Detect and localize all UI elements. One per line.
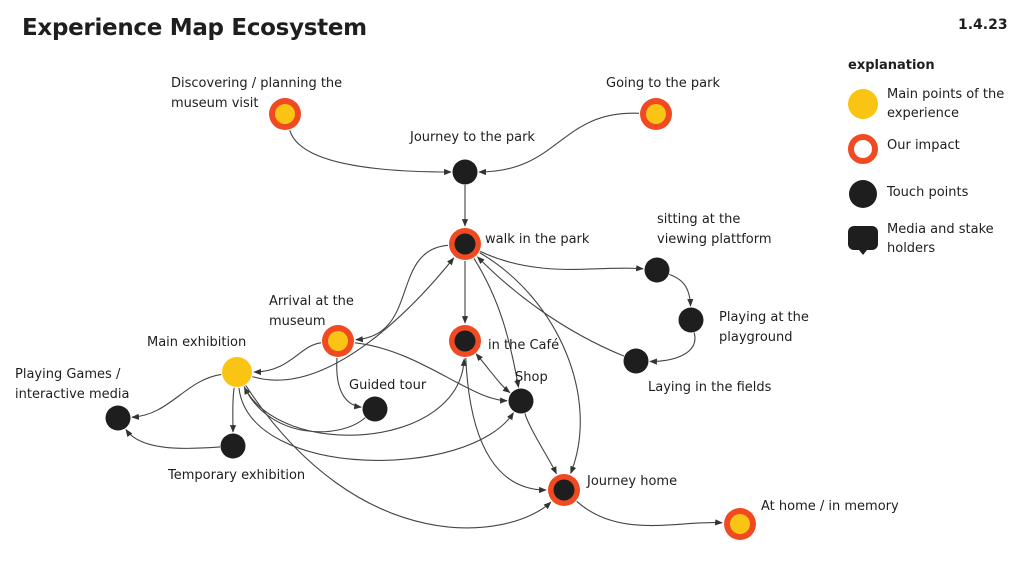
label-at-home: At home / in memory	[761, 499, 899, 514]
legend-title: explanation	[848, 58, 935, 73]
label-temporary: Temporary exhibition	[167, 468, 305, 483]
edge-main_exhibition-to-walk_park	[252, 257, 455, 381]
node-discovering	[269, 98, 301, 130]
page-title: Experience Map Ecosystem	[22, 15, 367, 41]
node-journey-home	[548, 474, 580, 506]
node-games	[105, 405, 131, 431]
label-main-exhibition: Main exhibition	[147, 335, 246, 350]
edge-discovering-to-journey_park	[289, 130, 452, 176]
date-label: 1.4.23	[958, 17, 1008, 33]
label-games: Playing Games /interactive media	[15, 367, 129, 402]
node-viewing	[644, 257, 670, 283]
edge-cafe-to-journey_home	[465, 357, 547, 494]
edge-fields-to-walk_park	[477, 256, 625, 357]
node-main-exhibition	[222, 357, 252, 387]
edge-viewing-to-playground	[669, 273, 694, 307]
edge-guided_tour-to-main_exhibition	[243, 386, 366, 433]
edge-walk_park-to-arrival	[355, 244, 449, 343]
impact-ring-icon	[848, 134, 878, 164]
node-going-park	[640, 98, 672, 130]
legend-item-media: Media and stake holders	[848, 220, 1024, 262]
node-temporary	[220, 433, 246, 459]
edge-arrival-to-main_exhibition	[253, 342, 322, 376]
node-journey-park	[452, 159, 478, 185]
label-walk-park: walk in the park	[485, 232, 590, 247]
label-fields: Laying in the fields	[648, 380, 772, 395]
edge-shop-to-journey_home	[524, 413, 557, 475]
legend: explanation Main points of the experienc…	[848, 58, 1024, 265]
label-shop: Shop	[515, 370, 548, 385]
node-arrival	[322, 325, 354, 357]
label-going-park: Going to the park	[606, 76, 720, 91]
node-guided-tour	[362, 396, 388, 422]
edge-cafe-to-shop	[475, 353, 511, 393]
legend-item-impact: Our impact	[848, 130, 1024, 172]
edge-main_exhibition-to-temporary	[229, 387, 237, 433]
edge-walk_park-to-shop	[473, 258, 521, 388]
edge-journey_home-to-at_home	[576, 500, 723, 527]
speech-bubble-icon	[848, 226, 878, 255]
legend-label: Main points of the experience	[887, 87, 1005, 121]
legend-item-main: Main points of the experience	[848, 85, 1024, 127]
label-cafe: in the Café	[488, 338, 559, 353]
edge-arrival-to-guided_tour	[336, 357, 362, 410]
touch-point-icon	[849, 180, 877, 208]
edge-temporary-to-games	[125, 428, 221, 449]
edge-walk_park-to-journey_home	[479, 252, 581, 475]
node-cafe	[449, 325, 481, 357]
edge-main_exhibition-to-games	[131, 373, 222, 420]
edge-going_park-to-journey_park	[478, 112, 640, 176]
node-walk-park	[449, 228, 481, 260]
node-playground	[678, 307, 704, 333]
main-point-icon	[848, 89, 878, 119]
label-guided-tour: Guided tour	[349, 378, 427, 393]
legend-item-touch: Touch points	[848, 175, 1024, 217]
edge-main_exhibition-to-shop	[238, 387, 514, 461]
label-journey-park: Journey to the park	[409, 130, 535, 145]
legend-label: Media and stake holders	[887, 222, 994, 256]
nodes-layer	[105, 98, 756, 540]
edge-main_exhibition-to-journey_home	[245, 385, 552, 529]
edge-walk_park-to-viewing	[480, 250, 644, 272]
edges-layer	[125, 112, 723, 529]
node-shop	[508, 388, 534, 414]
node-fields	[623, 348, 649, 374]
legend-label: Touch points	[887, 185, 969, 200]
label-journey-home: Journey home	[586, 474, 677, 489]
legend-label: Our impact	[887, 138, 960, 153]
edge-playground-to-fields	[649, 332, 696, 365]
edge-arrival-to-shop	[354, 342, 508, 404]
node-at-home	[724, 508, 756, 540]
edge-main_exhibition-to-cafe	[243, 358, 467, 436]
